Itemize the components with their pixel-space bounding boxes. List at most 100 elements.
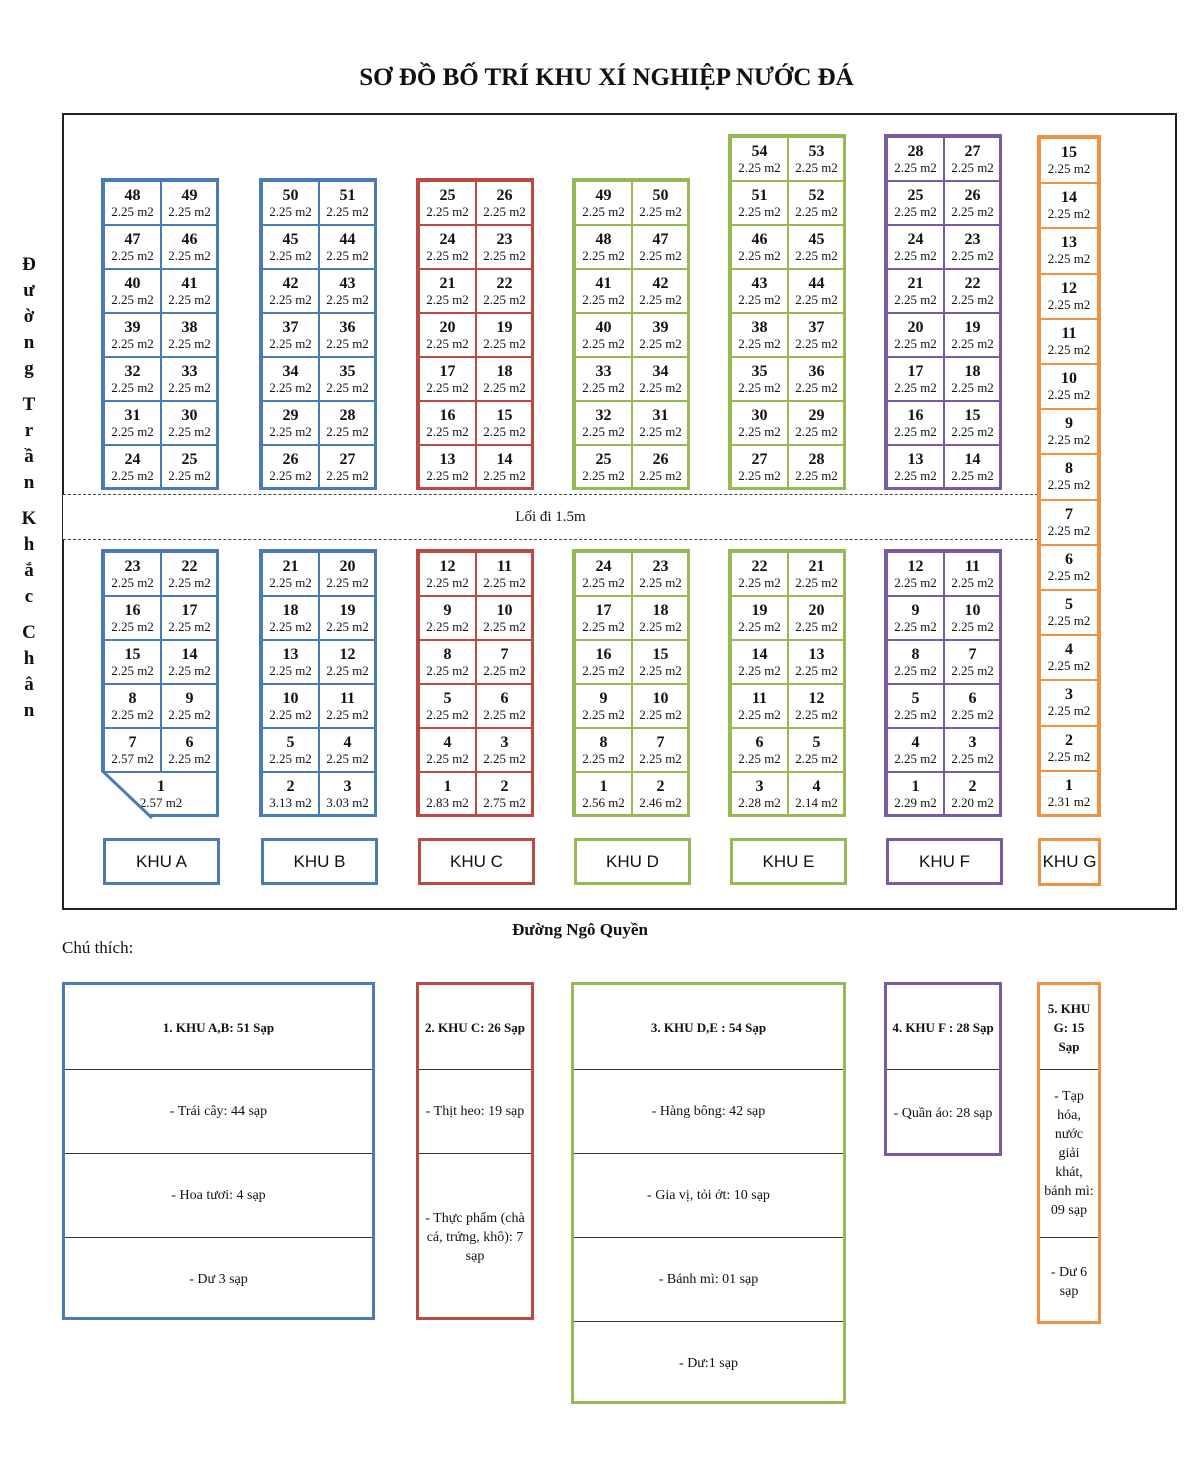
legend-heading: 4. KHU F : 28 Sạp	[892, 1019, 994, 1035]
stall-number: 47	[124, 231, 141, 248]
stall-area: 2.25 m2	[168, 424, 211, 439]
stall-area: 2.25 m2	[168, 619, 211, 634]
stall-area: 2.25 m2	[795, 575, 838, 590]
zone-label: KHU G	[1038, 838, 1101, 886]
stall-number: 36	[808, 363, 825, 380]
stall-number: 15	[496, 407, 513, 424]
stall-area: 2.25 m2	[795, 380, 838, 395]
stall-number: 23	[496, 231, 513, 248]
stall-area: 2.25 m2	[894, 663, 937, 678]
stall-number: 4	[443, 734, 452, 751]
stall-area: 2.25 m2	[426, 204, 469, 219]
stall-area: 2.25 m2	[894, 204, 937, 219]
legend-item: - Bánh mì: 01 sạp	[574, 1237, 843, 1321]
stall-area: 2.25 m2	[639, 424, 682, 439]
legend-item: - Thực phẩm (chà cá, trứng, khô): 7 sạp	[419, 1153, 531, 1321]
stall-number: 3	[755, 778, 764, 795]
stall-area: 2.25 m2	[795, 204, 838, 219]
stall-number: 6	[500, 690, 509, 707]
stall-area: 2.25 m2	[483, 248, 526, 263]
stall-area: 2.25 m2	[738, 575, 781, 590]
stall-number: 5	[286, 734, 295, 751]
stall-area: 2.25 m2	[795, 663, 838, 678]
stall-number: 19	[751, 602, 768, 619]
stall-number: 14	[181, 646, 198, 663]
stall-number: 32	[595, 407, 612, 424]
stall-number: 17	[439, 363, 456, 380]
stall-area: 2.25 m2	[168, 204, 211, 219]
stall-number: 24	[439, 231, 456, 248]
stall-area: 2.25 m2	[795, 424, 838, 439]
stall-number: 26	[282, 451, 299, 468]
stall-number: 14	[1061, 189, 1077, 207]
stall-area: 2.25 m2	[582, 575, 625, 590]
stall-area: 2.25 m2	[738, 751, 781, 766]
stall-number: 45	[282, 231, 299, 248]
stall-number: 8	[599, 734, 608, 751]
stall-number: 43	[751, 275, 768, 292]
stall-area: 2.25 m2	[483, 204, 526, 219]
stall-number: 27	[964, 143, 981, 160]
stall-number: 20	[339, 558, 356, 575]
stall-area: 2.25 m2	[582, 707, 625, 722]
stall-area: 2.25 m2	[269, 751, 312, 766]
stall-number: 54	[751, 143, 768, 160]
street-label-bottom: Đường Ngô Quyền	[512, 920, 648, 939]
stall-number: 10	[496, 602, 513, 619]
stall-number: 8	[128, 690, 137, 707]
stall-area: 2.25 m2	[738, 380, 781, 395]
stall-area: 2.29 m2	[894, 795, 937, 810]
stall-area: 2.25 m2	[111, 619, 154, 634]
stall-area: 2.57 m2	[139, 795, 183, 810]
stall-number: 37	[808, 319, 825, 336]
walkway	[63, 494, 1038, 540]
stall-area: 2.25 m2	[1047, 387, 1091, 402]
stall-area: 2.25 m2	[639, 380, 682, 395]
stall-area: 2.25 m2	[269, 204, 312, 219]
stall-number: 29	[282, 407, 299, 424]
stall-area: 2.25 m2	[168, 751, 211, 766]
stall-number: 17	[907, 363, 924, 380]
stall-area: 2.25 m2	[894, 160, 937, 175]
stall-number: 14	[964, 451, 981, 468]
stall-area: 2.25 m2	[639, 751, 682, 766]
legend-heading: 3. KHU D,E : 54 Sạp	[650, 1019, 767, 1035]
stall-area: 2.25 m2	[1047, 703, 1091, 719]
stall-number: 30	[751, 407, 768, 424]
zone-label: KHU D	[574, 838, 691, 885]
stall-area: 2.25 m2	[483, 424, 526, 439]
stall-number: 8	[443, 646, 452, 663]
